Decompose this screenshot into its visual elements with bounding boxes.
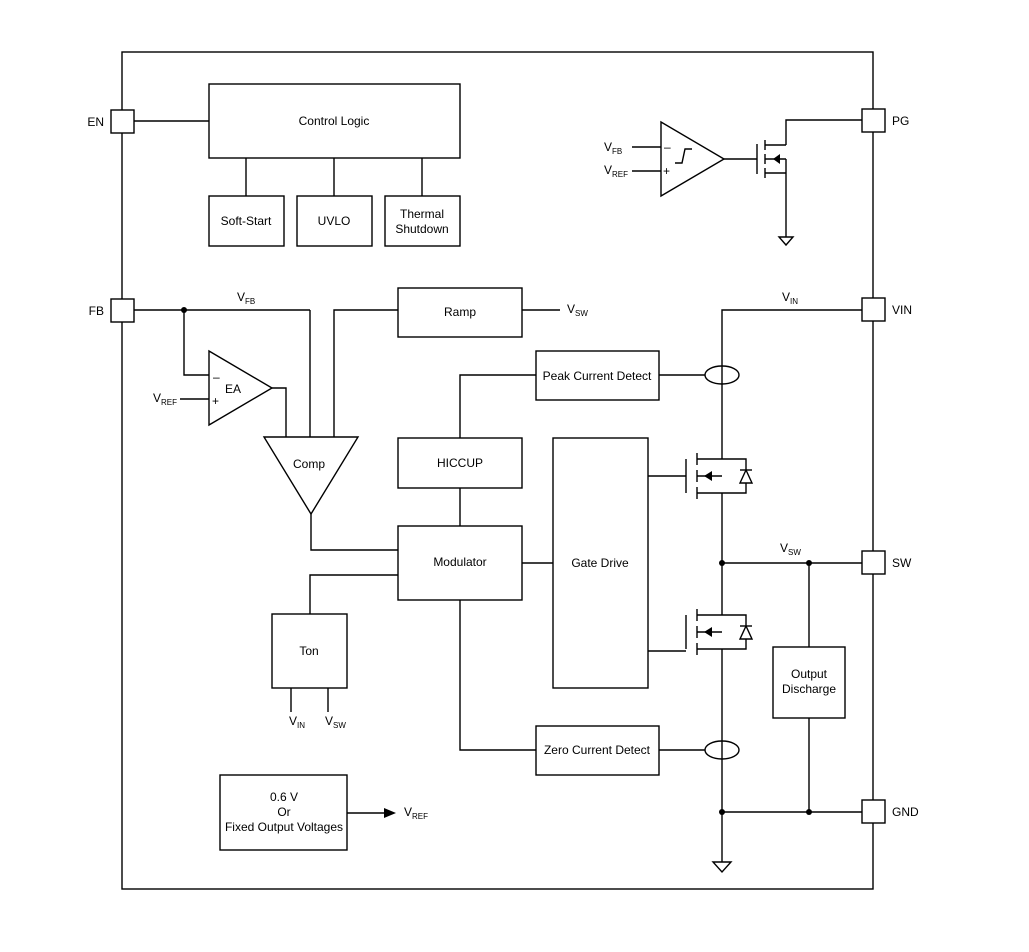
pin-pg: PG bbox=[861, 108, 909, 133]
pg-comp-plus: + bbox=[663, 164, 670, 178]
reference-label-line3: Fixed Output Voltages bbox=[225, 820, 343, 834]
ea-label: EA bbox=[225, 382, 241, 396]
ramp-label: Ramp bbox=[444, 305, 476, 319]
peak-current-label: Peak Current Detect bbox=[543, 369, 652, 383]
pg-nmos-transistor bbox=[756, 140, 786, 178]
soft-start-label: Soft-Start bbox=[221, 214, 272, 228]
sw-node-label: VSW bbox=[780, 541, 801, 557]
pg-ground-icon bbox=[777, 236, 795, 247]
ramp-block: Ramp bbox=[397, 287, 523, 338]
ramp-vsw-label: VSW bbox=[567, 302, 588, 318]
peak-current-sense-icon bbox=[704, 365, 740, 385]
pin-pg-label: PG bbox=[892, 114, 909, 128]
vref-arrow-icon bbox=[384, 808, 396, 818]
output-discharge-label-line2: Discharge bbox=[782, 682, 836, 696]
hysteresis-icon bbox=[675, 148, 692, 164]
chip-boundary bbox=[121, 51, 874, 890]
thermal-shutdown-block: Thermal Shutdown bbox=[384, 195, 461, 247]
low-side-mosfet bbox=[685, 609, 754, 655]
hiccup-block: HICCUP bbox=[397, 437, 523, 489]
vin-rail-label: VIN bbox=[782, 290, 798, 306]
vref-output-label: VREF bbox=[404, 805, 428, 821]
vin-rail bbox=[721, 309, 862, 459]
reference-label-line1: 0.6 V bbox=[270, 790, 298, 804]
pin-gnd-label: GND bbox=[892, 805, 919, 819]
pin-fb-label: FB bbox=[89, 304, 104, 318]
soft-start-block: Soft-Start bbox=[208, 195, 285, 247]
hiccup-label: HICCUP bbox=[437, 456, 483, 470]
peak-current-detect-block: Peak Current Detect bbox=[535, 350, 660, 401]
comp-label: Comp bbox=[293, 457, 325, 471]
gate-drive-block: Gate Drive bbox=[552, 437, 649, 689]
pin-gnd: GND bbox=[861, 799, 919, 824]
gate-drive-label: Gate Drive bbox=[571, 556, 629, 570]
zero-current-detect-block: Zero Current Detect bbox=[535, 725, 660, 776]
modulator-label: Modulator bbox=[433, 555, 486, 569]
pin-en: EN bbox=[87, 109, 135, 134]
gnd-ground-icon bbox=[711, 861, 733, 874]
uvlo-label: UVLO bbox=[318, 214, 351, 228]
control-logic-label: Control Logic bbox=[299, 114, 370, 128]
pin-en-label: EN bbox=[87, 115, 104, 129]
comp-comparator: Comp bbox=[262, 436, 360, 516]
ea-vref-label: VREF bbox=[153, 391, 177, 407]
reference-label-line2: Or bbox=[277, 805, 290, 819]
pin-sw-label: SW bbox=[892, 556, 912, 570]
pin-fb: FB bbox=[89, 298, 135, 323]
ea-plus: + bbox=[212, 394, 219, 408]
pin-vin-label: VIN bbox=[892, 303, 912, 317]
thermal-label-line1: Thermal bbox=[400, 207, 444, 221]
error-amplifier: – + EA bbox=[208, 349, 274, 427]
uvlo-block: UVLO bbox=[296, 195, 373, 247]
reference-block: 0.6 V Or Fixed Output Voltages bbox=[219, 774, 348, 851]
ea-minus: – bbox=[213, 370, 220, 384]
pg-vfb-label: VFB bbox=[604, 140, 622, 156]
ton-block: Ton bbox=[271, 613, 348, 689]
pg-comp-minus: – bbox=[664, 140, 671, 154]
vfb-label: VFB bbox=[237, 290, 255, 306]
pg-vref-label: VREF bbox=[604, 163, 628, 179]
pg-comparator: – + bbox=[660, 120, 726, 198]
ton-label: Ton bbox=[299, 644, 318, 658]
ton-vsw-label: VSW bbox=[325, 714, 346, 730]
output-discharge-block: Output Discharge bbox=[772, 646, 846, 719]
modulator-block: Modulator bbox=[397, 525, 523, 601]
zero-current-label: Zero Current Detect bbox=[544, 743, 651, 757]
output-discharge-label-line1: Output bbox=[791, 667, 828, 681]
thermal-label-line2: Shutdown bbox=[395, 222, 448, 236]
control-logic-block: Control Logic bbox=[208, 83, 461, 159]
pin-sw: SW bbox=[861, 550, 912, 575]
ton-vin-label: VIN bbox=[289, 714, 305, 730]
high-side-mosfet bbox=[685, 453, 754, 499]
pin-vin: VIN bbox=[861, 297, 912, 322]
